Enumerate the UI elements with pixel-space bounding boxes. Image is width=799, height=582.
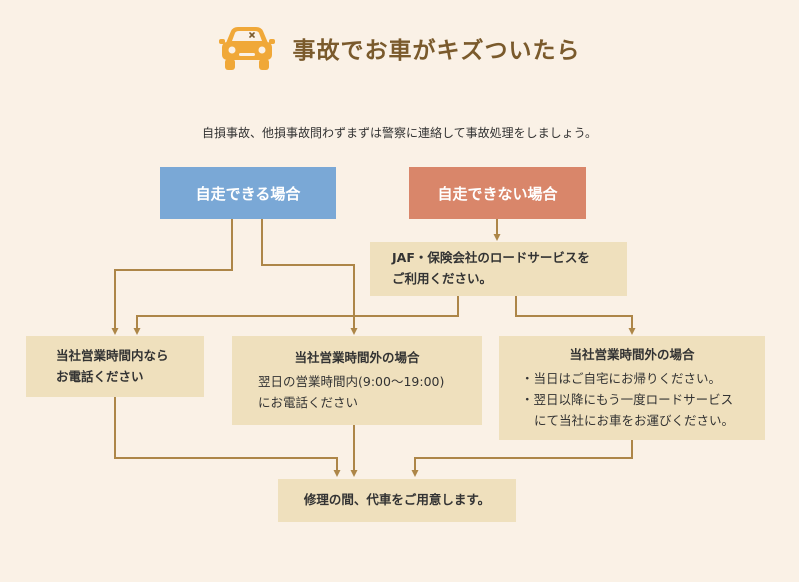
outside-hours-a-line-2: にお電話ください: [258, 394, 359, 410]
replacement-car-label: 修理の間、代車をご用意します。: [303, 492, 491, 508]
arrow-drivable-to-within-hours: [111, 219, 233, 335]
outside-hours-a-line-1: 翌日の営業時間内(9:00〜19:00): [258, 374, 445, 390]
car-icon: [218, 27, 275, 70]
arrow-drivable-to-outside-a: [261, 219, 358, 335]
road-service-line-1: JAF・保険会社のロードサービスを: [392, 250, 590, 266]
replacement-car-box: 修理の間、代車をご用意します。: [278, 479, 516, 522]
outside-hours-a-title: 当社営業時間外の場合: [294, 349, 420, 365]
within-hours-box: 当社営業時間内なら お電話ください: [26, 336, 204, 397]
arrow-road-service-to-outside-b: [515, 296, 636, 335]
outside-hours-b-line-3: にて当社にお車をお運びください。: [534, 412, 735, 428]
drivable-box: 自走できる場合: [160, 167, 336, 219]
page-title: 事故でお車がキズついたら: [292, 38, 581, 64]
not-drivable-label: 自走できない場合: [437, 184, 558, 203]
arrow-road-service-to-within-hours: [133, 296, 459, 335]
not-drivable-box: 自走できない場合: [409, 167, 586, 219]
within-hours-line-2: お電話ください: [56, 368, 144, 384]
intro-text: 自損事故、他損事故問わずまずは警察に連絡して事故処理をしましょう。: [202, 126, 597, 140]
road-service-line-2: ご利用ください。: [392, 271, 493, 286]
road-service-box: JAF・保険会社のロードサービスを ご利用ください。: [370, 242, 627, 296]
arrow-outside-b-to-replacement: [411, 440, 633, 477]
page-header: 事故でお車がキズついたら: [0, 22, 799, 74]
outside-hours-a-box: 当社営業時間外の場合 翌日の営業時間内(9:00〜19:00) にお電話ください: [232, 336, 482, 425]
drivable-label: 自走できる場合: [195, 184, 301, 203]
outside-hours-b-title: 当社営業時間外の場合: [569, 346, 695, 362]
outside-hours-b-line-1: ・当日はご自宅にお帰りください。: [521, 371, 722, 387]
arrow-within-hours-to-replacement: [114, 397, 341, 477]
outside-hours-b-line-2: ・翌日以降にもう一度ロードサービス: [521, 392, 734, 407]
outside-hours-b-box: 当社営業時間外の場合 ・当日はご自宅にお帰りください。 ・翌日以降にもう一度ロー…: [499, 336, 765, 440]
within-hours-line-1: 当社営業時間内なら: [56, 347, 169, 363]
